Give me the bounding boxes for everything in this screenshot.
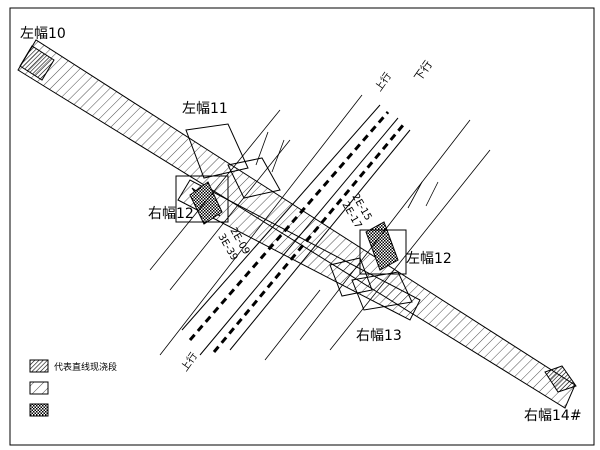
label-left11: 左幅11	[182, 101, 228, 117]
label-right13: 右幅13	[356, 328, 402, 344]
pier-box-12-right	[359, 229, 407, 275]
main-bridge-band	[17, 39, 576, 409]
label-right12-upper: 右幅12	[148, 206, 194, 222]
legend-swatch-1	[29, 359, 49, 373]
legend-swatch-2	[29, 381, 49, 395]
legend-item-1: 代表直线现浇段	[54, 361, 117, 373]
pier-box-12-left	[175, 175, 229, 223]
support-segment-left12	[189, 181, 223, 225]
label-right14: 右幅14#	[524, 408, 582, 424]
cast-segment-right	[544, 365, 577, 393]
pier-box-11	[185, 123, 249, 179]
track-label-top-b: 下行	[412, 58, 435, 83]
support-segment-right12	[365, 221, 399, 271]
road-lines	[149, 109, 491, 361]
label-left12-right: 左幅12	[406, 251, 452, 267]
track-label-bottom: 上行	[178, 350, 200, 374]
pier-box-13	[351, 271, 413, 311]
track-label-top-a: 上行	[372, 70, 394, 94]
cast-segment-left	[19, 45, 55, 81]
legend-swatch-3	[29, 403, 49, 417]
label-left10: 左幅10	[20, 26, 66, 42]
pier-box-13b	[329, 257, 373, 297]
pier-box-11b	[227, 157, 281, 199]
railway-tracks	[159, 94, 411, 356]
legend: 代表直线现浇段	[29, 359, 117, 417]
drawing-frame	[9, 7, 595, 446]
